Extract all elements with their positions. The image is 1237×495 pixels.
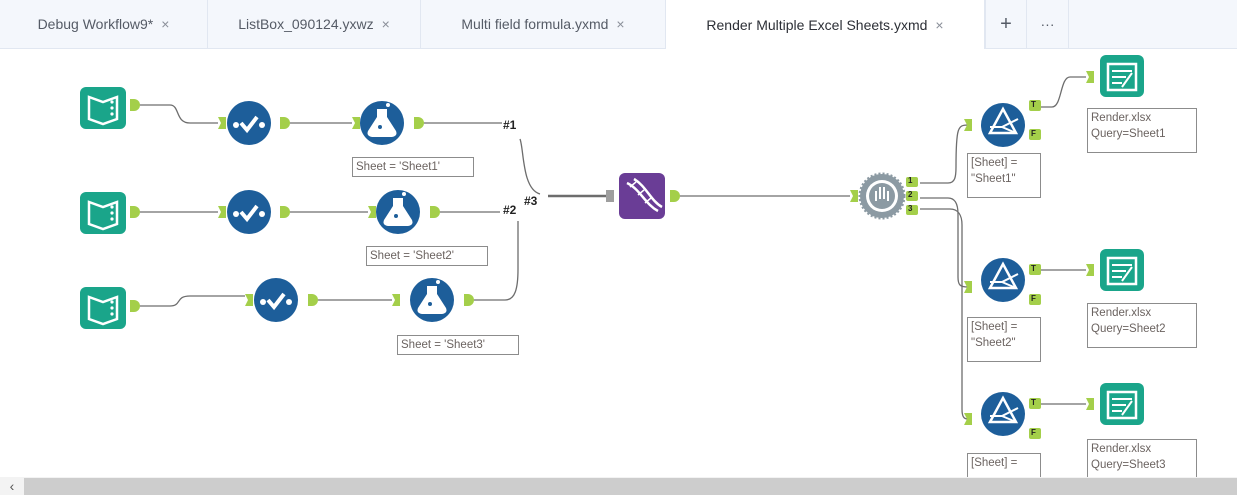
close-icon[interactable]: × [935, 16, 944, 33]
select-tool-1 [218, 101, 290, 145]
render-tool-1 [1086, 55, 1144, 97]
tab-debug-workflow9[interactable]: Debug Workflow9* × [0, 0, 208, 48]
tab-label: Multi field formula.yxmd [461, 16, 609, 32]
formula-annotation-2: Sheet = 'Sheet2' [366, 246, 488, 266]
formula-annotation-3: Sheet = 'Sheet3' [397, 335, 519, 355]
render-tool-3 [1086, 383, 1144, 425]
scroll-left-icon[interactable]: ‹ [9, 478, 15, 494]
anchor-label: 2 [908, 190, 913, 199]
add-tab-button[interactable]: + [985, 0, 1027, 48]
link-label-1: #1 [503, 118, 517, 132]
filter-tool-3 [964, 392, 1041, 439]
false-anchor-label: F [1031, 129, 1036, 138]
connection [140, 104, 218, 124]
tab-bar: Debug Workflow9* × ListBox_090124.yxwz ×… [0, 0, 1237, 49]
workflow-canvas[interactable]: 1 2 3 T F T F T F #1 #2 #3 Sheet = 'Shee… [0, 49, 1237, 483]
select-tool-2 [218, 190, 290, 234]
formula-tool-3 [392, 278, 474, 322]
true-anchor-label: T [1031, 100, 1036, 109]
input-tool-1 [80, 87, 140, 129]
filter-prism-icon [981, 103, 1025, 147]
filter-annotation-2: [Sheet] = "Sheet2" [967, 317, 1041, 362]
filter-annotation-1: [Sheet] = "Sheet1" [967, 153, 1041, 198]
anchor-label: 1 [908, 176, 913, 185]
input-tool-2 [80, 192, 140, 234]
select-check-icon [227, 190, 271, 234]
more-tabs-button[interactable]: ··· [1027, 0, 1069, 48]
render-annotation-1: Render.xlsx Query=Sheet1 [1087, 108, 1197, 153]
tab-listbox[interactable]: ListBox_090124.yxwz × [208, 0, 421, 48]
true-anchor-label: T [1031, 398, 1036, 407]
tab-multi-field-formula[interactable]: Multi field formula.yxmd × [421, 0, 666, 48]
connection [920, 124, 969, 184]
block-until-done-tool [850, 172, 918, 220]
render-annotation-3: Render.xlsx Query=Sheet3 [1087, 439, 1197, 479]
select-tool-3 [245, 278, 318, 322]
filter-tool-2 [964, 258, 1041, 305]
formula-annotation-1: Sheet = 'Sheet1' [352, 157, 474, 177]
render-annotation-2: Render.xlsx Query=Sheet2 [1087, 303, 1197, 348]
link-label-2: #2 [503, 203, 517, 217]
true-anchor-label: T [1031, 264, 1036, 273]
connection [920, 208, 969, 420]
select-check-icon [227, 101, 271, 145]
connections-layer [80, 55, 1144, 439]
input-tool-3 [80, 287, 140, 329]
close-icon[interactable]: × [616, 16, 625, 32]
anchor-label: 3 [908, 204, 913, 213]
false-anchor-label: F [1031, 294, 1036, 303]
formula-tool-2 [368, 190, 440, 234]
tab-label: ListBox_090124.yxwz [238, 16, 374, 32]
scrollbar-thumb[interactable] [24, 478, 1237, 495]
filter-tool-1 [964, 100, 1041, 147]
filter-prism-icon [981, 392, 1025, 436]
filter-prism-icon [981, 258, 1025, 302]
connection [1041, 76, 1086, 108]
select-check-icon [254, 278, 298, 322]
render-tool-2 [1086, 249, 1144, 291]
connection [519, 138, 541, 195]
horizontal-scrollbar[interactable]: ‹ [0, 477, 1237, 495]
close-icon[interactable]: × [381, 16, 390, 32]
tab-label: Debug Workflow9* [37, 16, 154, 32]
connection [920, 197, 969, 288]
tab-render-multiple-excel-sheets[interactable]: Render Multiple Excel Sheets.yxmd × [666, 0, 985, 49]
connection [474, 221, 519, 301]
formula-tool-1 [352, 101, 424, 145]
union-tool [606, 173, 680, 219]
false-anchor-label: F [1031, 428, 1036, 437]
link-label-3: #3 [524, 194, 538, 208]
connection [140, 295, 245, 307]
tab-label: Render Multiple Excel Sheets.yxmd [706, 16, 928, 33]
close-icon[interactable]: × [161, 16, 170, 32]
